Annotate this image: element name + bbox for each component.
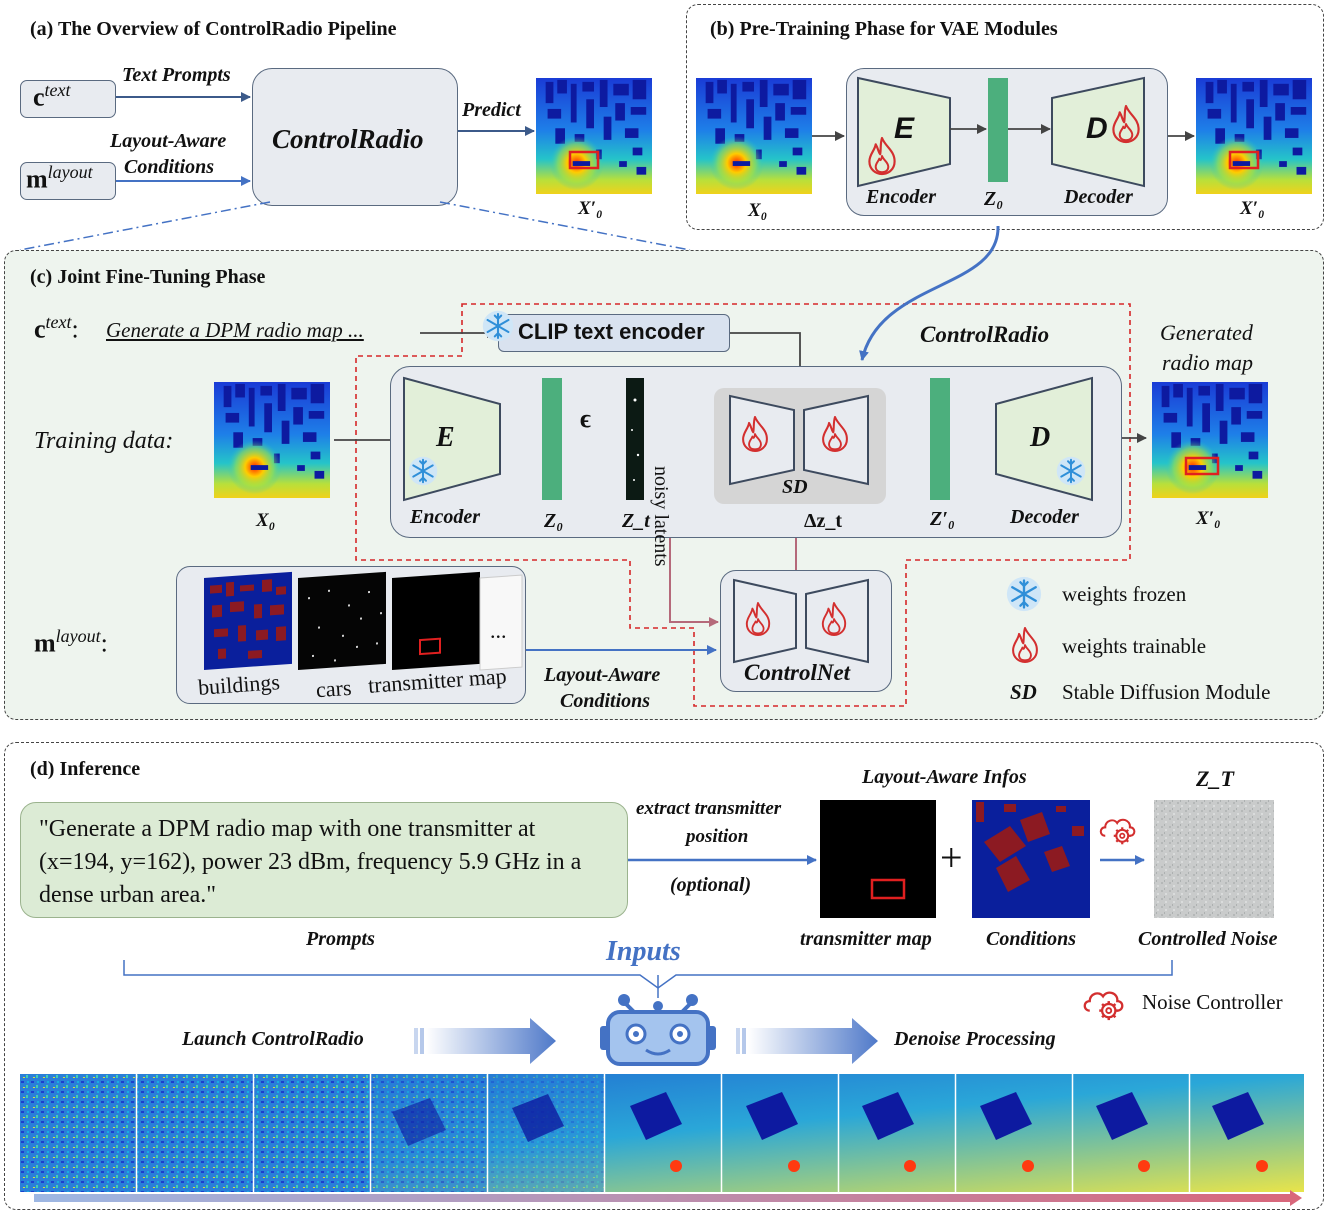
- layout-aware-label-c: Layout-Aware: [544, 664, 661, 686]
- layout-aware-label: Layout-Aware: [110, 130, 227, 152]
- panel-d: [4, 742, 1324, 1210]
- panel-b: [686, 4, 1324, 230]
- robot-icon: [600, 994, 716, 1066]
- c-text-label: ctext: [33, 80, 71, 112]
- decoder-label-b: Decoder: [1064, 186, 1133, 208]
- legend-sd-key: SD: [1010, 680, 1037, 704]
- generated-label-1: Generated: [1160, 320, 1253, 345]
- panel-b-title: (b) Pre-Training Phase for VAE Modules: [710, 18, 1058, 40]
- vae-decoder-d: D: [1086, 112, 1108, 145]
- controlnet-label: ControlNet: [744, 660, 851, 685]
- conditions-label-d: Conditions: [986, 928, 1077, 950]
- launch-label: Launch ControlRadio: [182, 1028, 364, 1050]
- controlradio-label-c: ControlRadio: [920, 322, 1050, 347]
- x0-prime-label-b: X′₀: [1240, 198, 1265, 219]
- delta-zt-label: Δz_t: [804, 510, 843, 532]
- predict-label: Predict: [462, 99, 521, 121]
- inference-prompt-text: "Generate a DPM radio map with one trans…: [39, 816, 582, 908]
- prompt-text-c: Generate a DPM radio map ...: [106, 318, 364, 342]
- m-layout-label-c: mlayout:: [34, 626, 108, 658]
- z0-prime-label-c: Z′₀: [930, 508, 955, 530]
- zt-label: Z_t: [622, 510, 650, 532]
- denoise-sequence-strip: [20, 1074, 1304, 1192]
- extract-label-2: position: [686, 826, 749, 847]
- prompts-label: Prompts: [306, 928, 375, 950]
- plus-sign: +: [940, 835, 963, 880]
- generated-label-2: radio map: [1162, 350, 1254, 375]
- inference-prompt-box: "Generate a DPM radio map with one trans…: [20, 802, 628, 918]
- output-radio-map-a: [536, 78, 652, 194]
- transmitter-map-label-d: transmitter map: [800, 928, 932, 950]
- encoder-e-c: E: [436, 422, 455, 453]
- x0-label-b: X₀: [748, 200, 768, 221]
- clip-text-encoder-label: CLIP text encoder: [518, 319, 705, 344]
- legend-trainable-label: weights trainable: [1062, 634, 1207, 658]
- panel-c-title: (c) Joint Fine-Tuning Phase: [30, 266, 266, 288]
- encoder-label-c: Encoder: [410, 506, 480, 528]
- output-label-a: X′₀: [578, 198, 603, 219]
- training-data-label: Training data:: [34, 428, 174, 454]
- epsilon-label: ϵ: [580, 404, 591, 433]
- m-layout-label: mlayout: [26, 162, 93, 194]
- z0-label-c: Z₀: [544, 510, 564, 532]
- clip-text-encoder: [498, 314, 730, 352]
- vae-encoder-e: E: [894, 112, 915, 145]
- controlradio-block: [252, 68, 458, 206]
- x0-prime-label-c: X′₀: [1196, 508, 1221, 529]
- conditions-label: Conditions: [124, 156, 215, 178]
- inputs-label: Inputs: [606, 936, 681, 967]
- c-text-input-box: [20, 80, 116, 118]
- panel-d-title: (d) Inference: [30, 758, 141, 780]
- z0-label-b: Z₀: [984, 188, 1004, 210]
- c-text-label-c: ctext:: [34, 312, 79, 344]
- decoder-d-c: D: [1030, 422, 1051, 453]
- denoise-label: Denoise Processing: [894, 1028, 1056, 1050]
- generated-radio-map: [1152, 382, 1268, 498]
- x0-label-c: X₀: [256, 510, 276, 531]
- controlled-noise-label: Controlled Noise: [1138, 928, 1278, 950]
- encoder-label-b: Encoder: [866, 186, 936, 208]
- legend-frozen-label: weights frozen: [1062, 582, 1187, 606]
- decoder-label-c: Decoder: [1010, 506, 1079, 528]
- layout-infos-label: Layout-Aware Infos: [862, 766, 1027, 788]
- extract-label-1: extract transmitter: [636, 798, 782, 819]
- text-prompts-label: Text Prompts: [122, 64, 231, 86]
- controlradio-block-label: ControlRadio: [272, 124, 424, 154]
- optional-label: (optional): [670, 874, 752, 896]
- output-radio-map-b: [1196, 78, 1312, 194]
- legend-sd-label: Stable Diffusion Module: [1062, 680, 1271, 704]
- conditions-label-c: Conditions: [560, 690, 651, 712]
- panel-a-title: (a) The Overview of ControlRadio Pipelin…: [30, 18, 397, 40]
- noise-controller-label: Noise Controller: [1142, 990, 1283, 1014]
- ellipsis-label: ...: [490, 618, 507, 643]
- m-layout-input-box: [20, 162, 116, 200]
- sd-label: SD: [782, 476, 808, 498]
- zT-label: Z_T: [1196, 766, 1234, 791]
